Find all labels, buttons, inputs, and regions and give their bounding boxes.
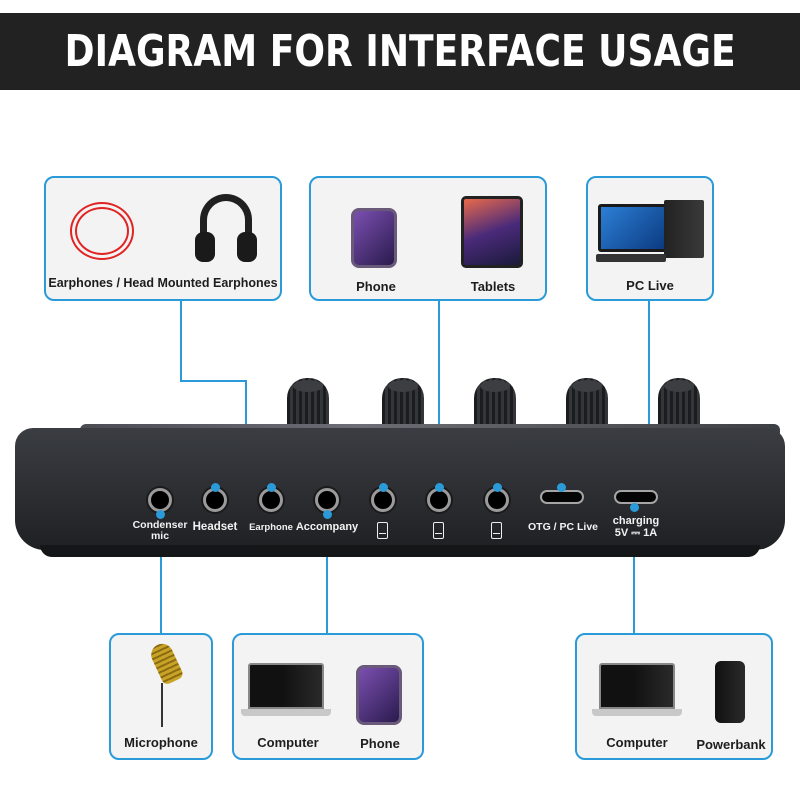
charging-label: charging 5V ⎓ 1A xyxy=(604,515,668,539)
earphones-box: Earphones / Head Mounted Earphones xyxy=(44,176,282,301)
computer-label: Computer xyxy=(257,735,319,750)
condenser-label-line2: mic xyxy=(150,530,170,542)
phone-icon xyxy=(377,522,388,539)
dot-otg xyxy=(557,483,566,492)
condenser-mic-label: Condenser mic xyxy=(130,520,190,542)
device-base xyxy=(40,545,760,557)
dot-phone-3 xyxy=(493,483,502,492)
phone-icon xyxy=(433,522,444,539)
pc-tower-image xyxy=(664,200,704,258)
accompany-jack[interactable] xyxy=(315,488,339,512)
condenser-microphone-image xyxy=(147,640,185,686)
otg-pc-live-usbc-port[interactable] xyxy=(540,490,584,504)
headset-jack[interactable] xyxy=(203,488,227,512)
earphone-label: Earphone xyxy=(249,522,293,533)
wire-mic xyxy=(160,514,162,634)
pc-monitor-image xyxy=(598,204,668,252)
computer-base-image xyxy=(241,709,331,716)
dot-phone-2 xyxy=(435,483,444,492)
pc-live-label: PC Live xyxy=(626,278,674,293)
pc-keyboard-image xyxy=(596,254,666,262)
page-title: DIAGRAM FOR INTERFACE USAGE xyxy=(64,26,736,77)
microphone-box: Microphone xyxy=(109,633,213,760)
phone-icon xyxy=(491,522,502,539)
power-sources-box: Computer Powerbank xyxy=(575,633,773,760)
phone-image xyxy=(351,208,397,268)
device-front-panel xyxy=(15,428,785,550)
charging-label-line1: charging xyxy=(612,515,660,527)
title-banner: DIAGRAM FOR INTERFACE USAGE xyxy=(0,13,800,90)
headphones-image xyxy=(195,194,257,262)
dot-headset xyxy=(211,483,220,492)
wire-earphones-main xyxy=(180,301,182,381)
tablet-image xyxy=(461,196,523,268)
accompany-label: Accompany xyxy=(295,521,359,533)
wire-mobile-main xyxy=(438,301,440,487)
mic-stand-image xyxy=(161,683,163,727)
wire-pc-main xyxy=(648,301,650,437)
microphone-label: Microphone xyxy=(124,735,198,750)
wire-earphones-down xyxy=(245,380,247,436)
condenser-mic-jack[interactable] xyxy=(148,488,172,512)
dot-accompany xyxy=(323,510,332,519)
computer-base-image xyxy=(592,709,682,716)
powerbank-image xyxy=(715,661,745,723)
phone-label: Phone xyxy=(360,736,400,751)
earphones-label: Earphones / Head Mounted Earphones xyxy=(48,276,278,290)
condenser-label-line1: Condenser xyxy=(132,519,188,531)
phone-image xyxy=(356,665,402,725)
charging-label-line2: 5V ⎓ 1A xyxy=(614,527,658,539)
tablets-label: Tablets xyxy=(470,279,516,294)
dot-charging xyxy=(630,503,639,512)
wire-charging xyxy=(633,507,635,634)
charging-usbc-port[interactable] xyxy=(614,490,658,504)
wire-accompany xyxy=(326,514,328,634)
accompany-sources-box: Computer Phone xyxy=(232,633,424,760)
powerbank-label: Powerbank xyxy=(696,737,766,752)
pc-live-box: PC Live xyxy=(586,176,714,301)
phone-label: Phone xyxy=(356,279,396,294)
computer-screen-image xyxy=(248,663,324,709)
mobile-devices-box: Phone Tablets xyxy=(309,176,547,301)
dot-earphone xyxy=(267,483,276,492)
computer-label: Computer xyxy=(606,735,668,750)
headset-label: Headset xyxy=(192,521,238,533)
phone-jack-2[interactable] xyxy=(427,488,451,512)
computer-screen-image xyxy=(599,663,675,709)
dot-condenser xyxy=(156,510,165,519)
dot-phone-1 xyxy=(379,483,388,492)
otg-pc-live-label: OTG / PC Live xyxy=(527,521,598,533)
red-earphones-image xyxy=(70,202,134,260)
wire-earphones-h xyxy=(180,380,246,382)
